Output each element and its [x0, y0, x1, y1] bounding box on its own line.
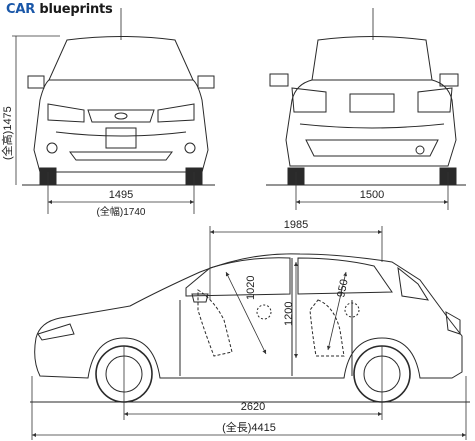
right-headlight	[157, 103, 195, 123]
exhaust-tip	[415, 145, 425, 155]
cabin-length-label: 1985	[284, 219, 308, 231]
rear-bumper-line	[299, 123, 445, 129]
overall-length-dim	[31, 376, 467, 440]
side-mirror	[191, 293, 209, 303]
wheelbase-dim	[123, 346, 383, 420]
front-bumper-line	[55, 131, 187, 137]
front-track-dim	[47, 172, 195, 214]
rear-body	[285, 79, 457, 167]
driver-head	[256, 304, 272, 320]
wheelbase-label: 2620	[241, 401, 265, 413]
front-license-plate	[105, 127, 137, 149]
side-body-outline	[34, 253, 463, 379]
rear-view	[266, 8, 466, 186]
left-fog-light	[46, 142, 58, 154]
front-track-label: 1495	[109, 189, 133, 201]
front-width-label: (全幅)1740	[97, 205, 146, 218]
cabin-length-dim	[209, 226, 383, 358]
front-view	[22, 8, 215, 186]
front-seat-dim-line	[225, 271, 267, 355]
side-front-window	[185, 257, 291, 297]
rear-seat-dim-line	[326, 271, 348, 351]
rear-track-label: 1500	[360, 189, 384, 201]
lower-intake	[69, 151, 173, 161]
logo-car: CAR	[6, 2, 36, 17]
side-taillight	[445, 311, 461, 335]
left-mirror	[27, 75, 45, 89]
rear-seat-label: 950	[335, 278, 351, 298]
driver-seat	[197, 289, 233, 357]
rear-left-mirror	[269, 73, 289, 87]
right-fog-light	[184, 142, 196, 154]
front-emblem	[114, 112, 128, 120]
side-quarter-window	[397, 266, 430, 301]
front-body	[33, 79, 209, 173]
front-height-label: (全高)1475	[0, 106, 14, 160]
rear-track-dim	[295, 172, 449, 210]
side-headlight	[37, 323, 75, 341]
front-grille	[87, 109, 155, 123]
front-height-dim	[12, 35, 60, 185]
front-seat-label: 1020	[245, 276, 257, 300]
right-mirror	[197, 75, 215, 89]
rear-diffuser	[305, 139, 439, 157]
brand-logo: CAR blueprints	[6, 2, 113, 17]
rear-left-taillight	[291, 87, 327, 113]
rear-license-plate	[349, 93, 395, 113]
rear-window	[311, 36, 433, 81]
rear-right-taillight	[417, 87, 453, 113]
left-headlight	[47, 103, 85, 123]
side-rear-window	[297, 257, 393, 295]
seat-height-label: 1200	[283, 302, 295, 326]
logo-blueprints: blueprints	[39, 2, 113, 17]
rear-seat	[309, 299, 345, 357]
rear-right-mirror	[439, 73, 459, 87]
front-windshield	[48, 36, 194, 81]
overall-length-label: (全長)4415	[222, 420, 276, 434]
